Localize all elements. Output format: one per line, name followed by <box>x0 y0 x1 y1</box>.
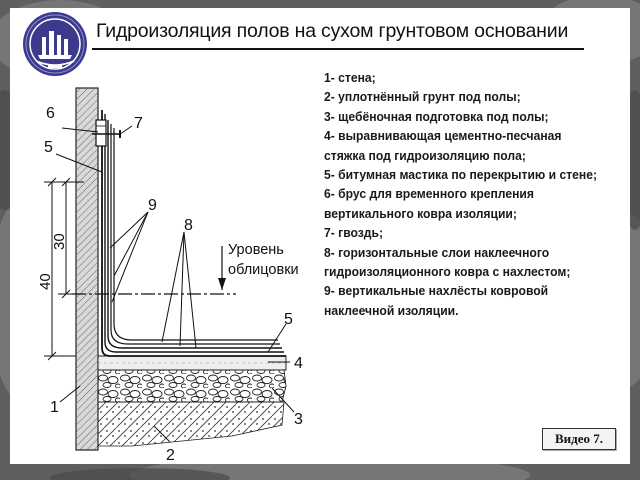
legend-item: гидроизоляционного ковра с нахлестом; <box>324 264 571 280</box>
facing-level-label-line1: Уровень <box>228 242 284 258</box>
legend-item: стяжка под гидроизоляцию пола; <box>324 147 526 163</box>
legend-item: 4- выравнивающая цементно-песчаная <box>324 128 562 144</box>
timber-strip <box>95 119 107 147</box>
callout-5-wall: 5 <box>44 139 53 156</box>
dimension-lines <box>44 177 84 361</box>
callout-9: 9 <box>148 197 157 214</box>
legend-item: 1- стена; <box>324 70 376 85</box>
waterproofing-section-drawing: Уровень облицовки 30 40 <box>37 87 303 464</box>
university-logo-icon <box>23 12 87 76</box>
legend-item: 3- щебёночная подготовка под полы; <box>324 108 549 124</box>
slide-title: Гидроизоляция полов на сухом грунтовом о… <box>96 20 569 42</box>
slide: Гидроизоляция полов на сухом грунтовом о… <box>10 8 630 464</box>
cement-sand-screed <box>97 355 287 371</box>
crushed-stone-base <box>97 369 287 403</box>
legend-item: 5- битумная мастика по перекрытию и стен… <box>324 167 598 183</box>
callout-5-floor: 5 <box>284 311 293 328</box>
callout-2: 2 <box>166 447 175 464</box>
legend-item: 6- брус для временного крепления <box>324 186 534 202</box>
facing-level-label-line2: облицовки <box>228 262 299 278</box>
callout-3: 3 <box>294 411 303 428</box>
callout-6: 6 <box>46 105 55 122</box>
dimension-40: 40 <box>37 273 54 290</box>
callout-4: 4 <box>294 355 303 372</box>
legend-item: 2- уплотнённый грунт под полы; <box>324 89 521 105</box>
callout-8: 8 <box>184 217 193 234</box>
callout-7: 7 <box>134 115 143 132</box>
legend-item: 7- гвоздь; <box>324 225 383 241</box>
title-underline <box>92 48 584 50</box>
legend-item: наклеечной изоляции. <box>324 302 459 318</box>
legend-item: вертикального ковра изоляции; <box>324 205 517 221</box>
legend-item: 8- горизонтальные слои наклеечного <box>324 244 550 260</box>
callout-1: 1 <box>50 399 59 416</box>
leader-lines <box>55 125 295 443</box>
legend: 1- стена; 2- уплотнённый грунт под полы; 3… <box>324 68 606 320</box>
legend-item: 9- вертикальные нахлёсты ковровой <box>324 283 549 299</box>
insulation-layers <box>101 110 286 357</box>
dimension-30: 30 <box>51 233 68 250</box>
compacted-soil <box>97 401 285 447</box>
video-7-button[interactable]: Видео 7. <box>542 428 616 450</box>
